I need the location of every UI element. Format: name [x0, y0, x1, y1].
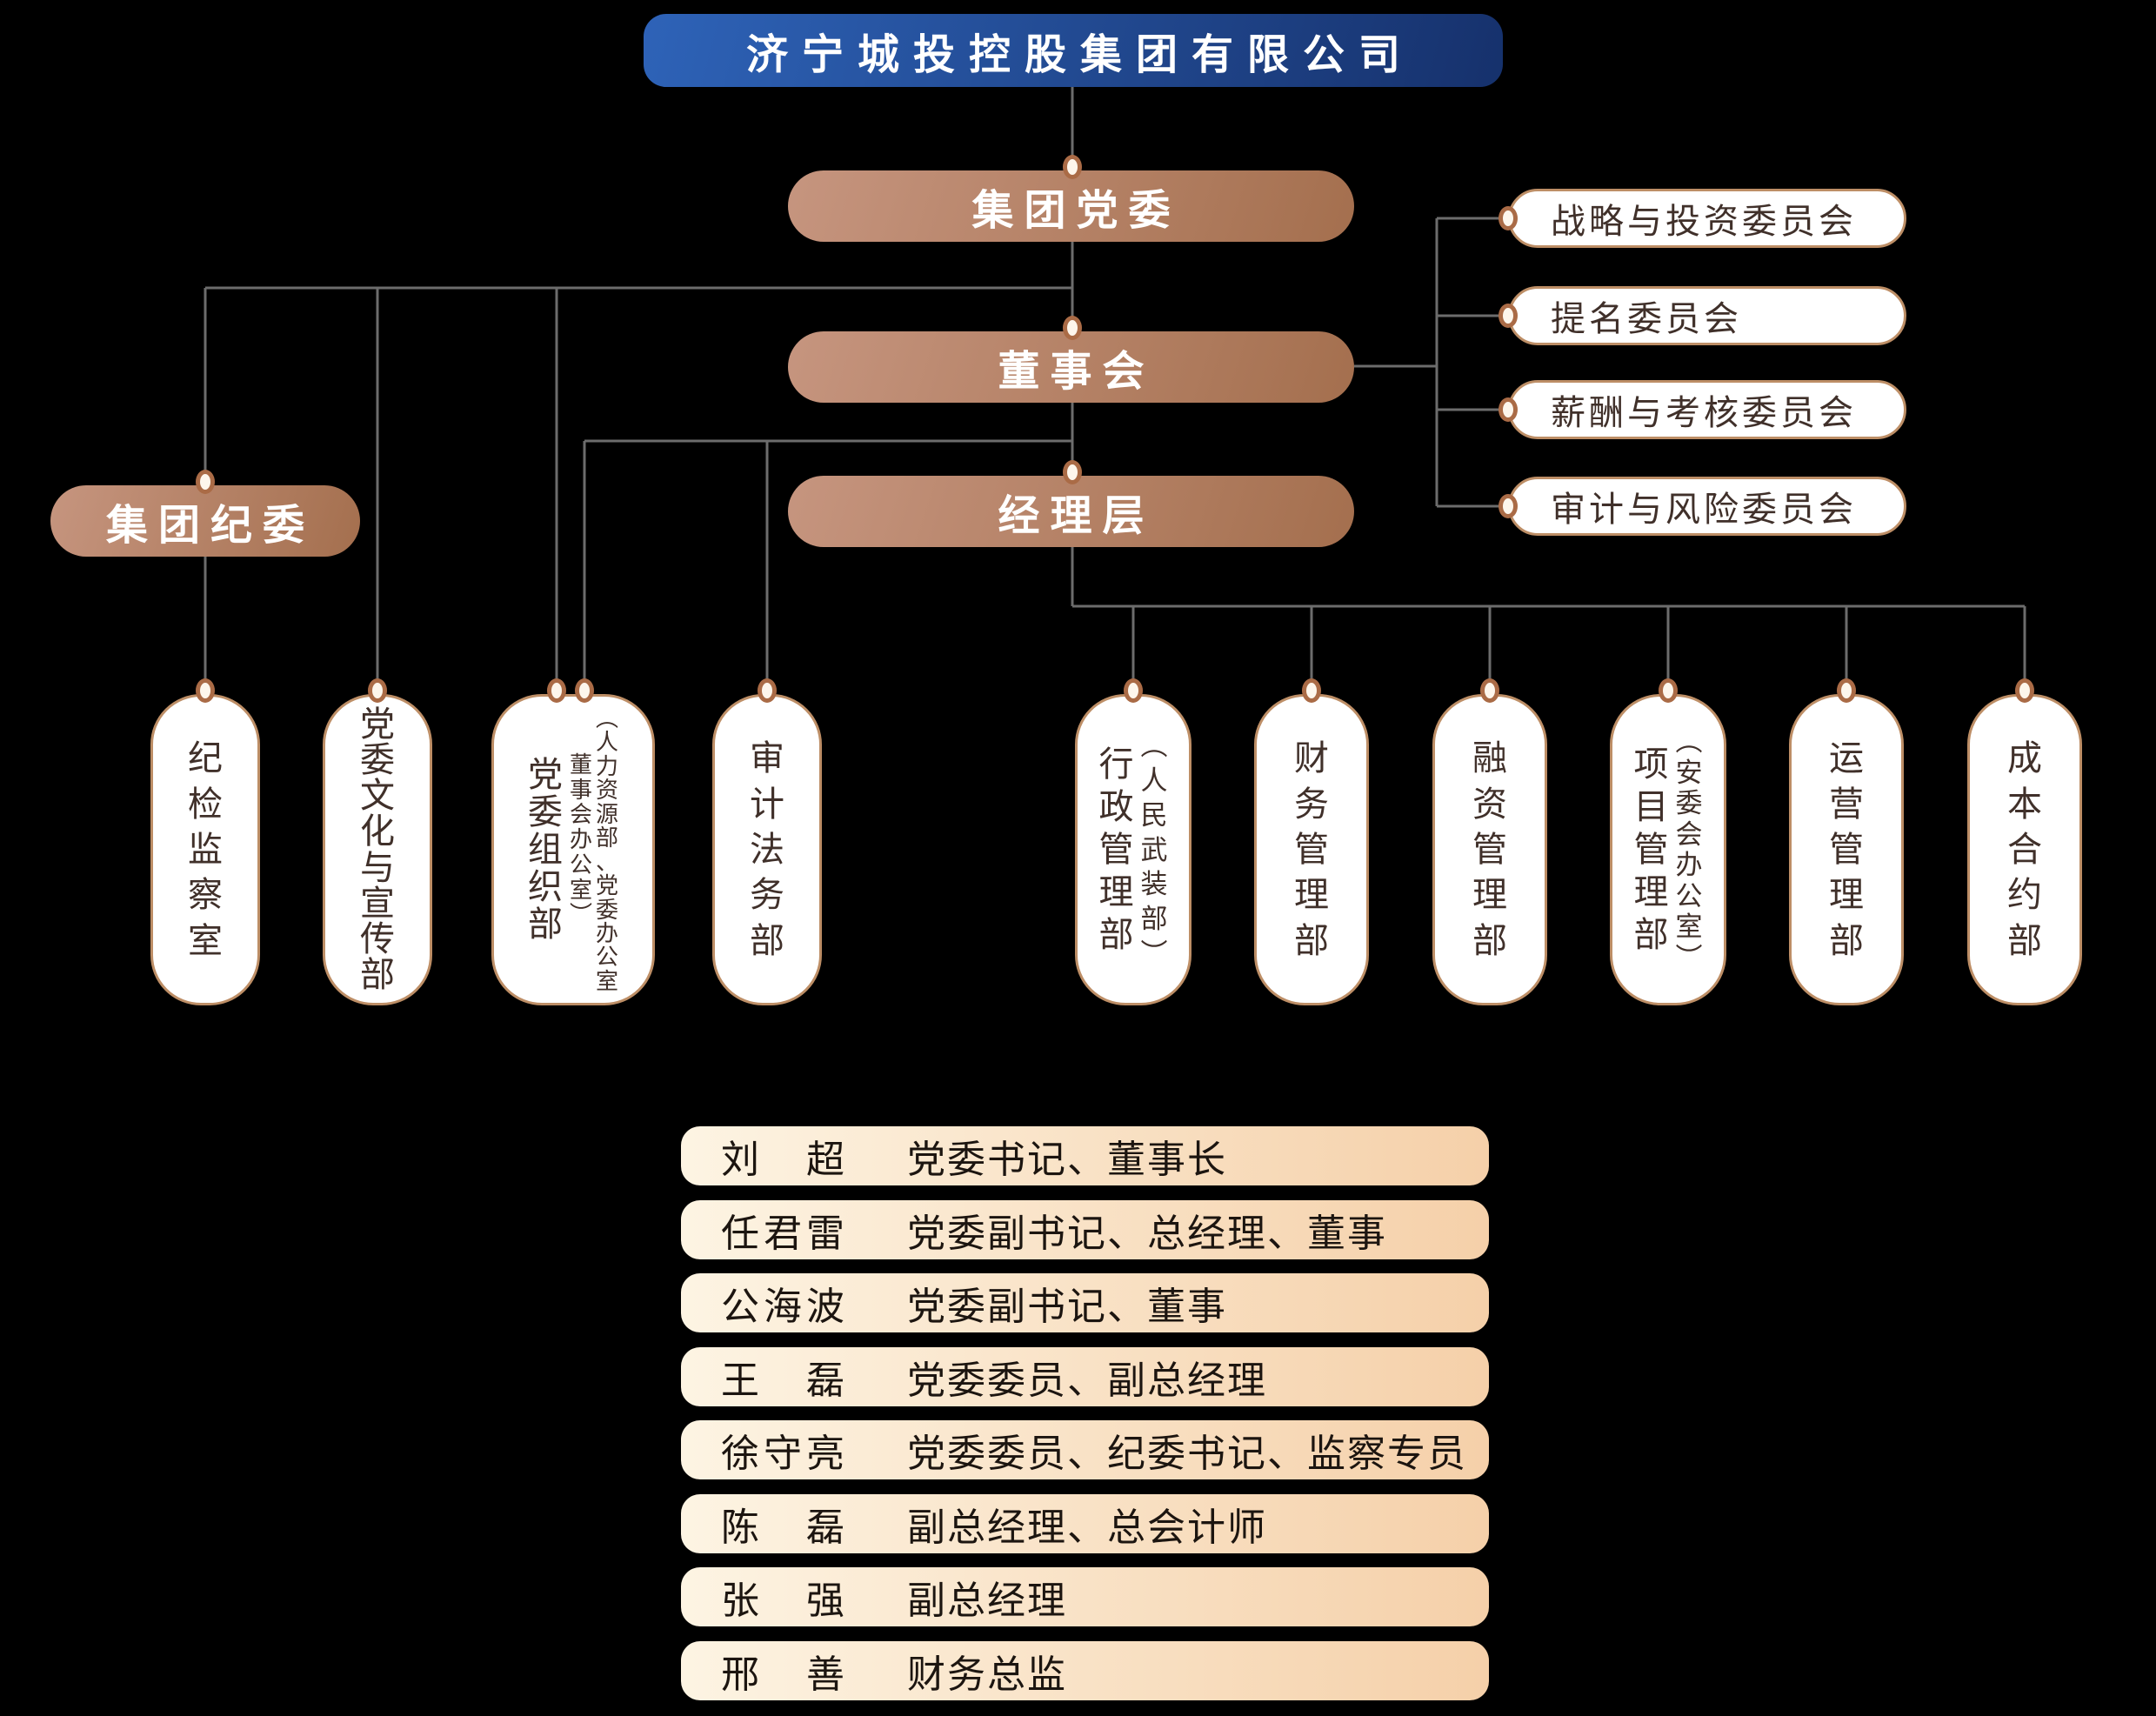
leader-title: 副总经理: [907, 1579, 1067, 1622]
department-label: 项目管理部: [1633, 745, 1669, 954]
board-node: 董事会: [788, 331, 1354, 403]
management-branch-lines: [1072, 604, 2026, 691]
department-box: 审计法务部: [712, 694, 822, 1005]
department-label: 财务管理部: [1294, 739, 1329, 960]
department-label: 运营管理部: [1829, 739, 1864, 960]
connector-dot: [1499, 206, 1518, 230]
board-label: 董事会: [998, 349, 1155, 395]
leader-name: 邢善: [721, 1653, 844, 1696]
committee-pill: 薪酬与考核委员会: [1508, 380, 1906, 439]
department-label: 党委文化与宣传部: [360, 704, 395, 995]
department-label: 党委组织部: [527, 755, 563, 945]
leader-title: 副总经理、总会计师: [907, 1506, 1267, 1549]
leader-name: 公海波: [721, 1285, 844, 1328]
leader-row: 陈磊 副总经理、总会计师: [681, 1494, 1489, 1553]
connector-dot: [1499, 397, 1518, 422]
department-label: 成本合约部: [2007, 739, 2042, 960]
department-annotation-column: ︵安委会办公室︶: [1675, 726, 1703, 973]
connector-dot: [2015, 678, 2034, 703]
department-annotation-column: ︵人力资源部、党委办公室: [596, 705, 619, 994]
department-label: 融资管理部: [1472, 739, 1507, 960]
department-box: 融资管理部: [1432, 694, 1547, 1005]
leader-title: 党委委员、纪委书记、监察专员: [907, 1432, 1467, 1475]
board-branch-lines: [583, 439, 1072, 691]
leader-name: 任君雷: [721, 1212, 844, 1255]
connector-dot: [1302, 678, 1321, 703]
discipline-committee-label: 集团纪委: [105, 503, 315, 549]
connector-dot: [575, 678, 594, 703]
party-committee-node: 集团党委: [788, 170, 1354, 242]
leader-row: 王磊 党委委员、副总经理: [681, 1347, 1489, 1406]
leader-name: 刘超: [721, 1138, 844, 1181]
committee-branch-lines: [1354, 217, 1508, 508]
management-node: 经理层: [788, 476, 1354, 547]
connector-dot: [1837, 678, 1856, 703]
connector-dot: [1124, 678, 1143, 703]
committee-pill: 战略与投资委员会: [1508, 189, 1906, 248]
connector-dot: [1499, 304, 1518, 328]
leader-title: 财务总监: [907, 1653, 1067, 1696]
leader-name: 陈磊: [721, 1506, 844, 1549]
department-box: 纪检监察室: [150, 694, 260, 1005]
department-annotation: ︵人民武装部︶: [1141, 697, 1168, 1003]
party-branch-lines: [204, 286, 1072, 691]
connector-lines: [204, 87, 2026, 691]
department-box: 运营管理部: [1789, 694, 1904, 1005]
party-committee-label: 集团党委: [971, 188, 1181, 234]
leader-row: 任君雷 党委副书记、总经理、董事: [681, 1200, 1489, 1259]
leader-row: 公海波 党委副书记、董事: [681, 1273, 1489, 1332]
committee-label: 提名委员会: [1551, 300, 1742, 338]
connector-dot: [1063, 155, 1082, 179]
department-label: 审计法务部: [750, 739, 784, 960]
department-label: 行政管理部: [1098, 745, 1134, 954]
connector-dot: [1499, 494, 1518, 518]
department-label: 纪检监察室: [188, 739, 223, 960]
leader-title: 党委书记、董事长: [907, 1138, 1227, 1181]
department-annotation-column: ︵人民武装部︶: [1140, 730, 1168, 970]
leader-name: 王磊: [721, 1359, 844, 1402]
connector-dot: [196, 470, 215, 494]
connector-dot: [758, 678, 777, 703]
committee-label: 审计与风险委员会: [1551, 491, 1857, 529]
committee-pill: 提名委员会: [1508, 286, 1906, 345]
department-annotation: ︵人力资源部、党委办公室董事会办公室︶: [570, 697, 618, 1003]
management-label: 经理层: [998, 493, 1155, 539]
connector-dot: [1063, 460, 1082, 484]
committee-label: 战略与投资委员会: [1551, 203, 1857, 241]
department-box: 党委文化与宣传部: [323, 694, 432, 1005]
department-annotation-column: 董事会办公室︶: [569, 751, 592, 928]
connector-dot: [196, 678, 215, 703]
leader-row: 邢善 财务总监: [681, 1641, 1489, 1700]
department-box: 党委组织部︵人力资源部、党委办公室董事会办公室︶: [491, 694, 655, 1005]
leader-name: 张强: [721, 1579, 844, 1622]
committee-pill: 审计与风险委员会: [1508, 477, 1906, 536]
connector-dot: [1659, 678, 1678, 703]
department-box: 成本合约部: [1967, 694, 2082, 1005]
committee-label: 薪酬与考核委员会: [1551, 394, 1857, 432]
org-root-node: 济宁城投控股集团有限公司: [644, 14, 1503, 87]
department-box: 行政管理部︵人民武装部︶: [1075, 694, 1191, 1005]
leader-row: 刘超 党委书记、董事长: [681, 1126, 1489, 1185]
department-annotation: ︵安委会办公室︶: [1676, 697, 1703, 1003]
connector-dot: [1063, 316, 1082, 340]
connector-dot: [368, 678, 387, 703]
leader-row: 张强 副总经理: [681, 1567, 1489, 1626]
org-root-title: 济宁城投控股集团有限公司: [745, 32, 1414, 78]
department-box: 项目管理部︵安委会办公室︶: [1610, 694, 1726, 1005]
leader-title: 党委委员、副总经理: [907, 1359, 1267, 1402]
leader-title: 党委副书记、董事: [907, 1285, 1227, 1328]
department-box: 财务管理部: [1254, 694, 1369, 1005]
leader-name: 徐守亮: [721, 1432, 844, 1475]
discipline-committee-node: 集团纪委: [50, 485, 360, 557]
leader-row: 徐守亮 党委委员、纪委书记、监察专员: [681, 1420, 1489, 1479]
leader-title: 党委副书记、总经理、董事: [907, 1212, 1387, 1255]
connector-dot: [547, 678, 566, 703]
connector-dot: [1480, 678, 1499, 703]
